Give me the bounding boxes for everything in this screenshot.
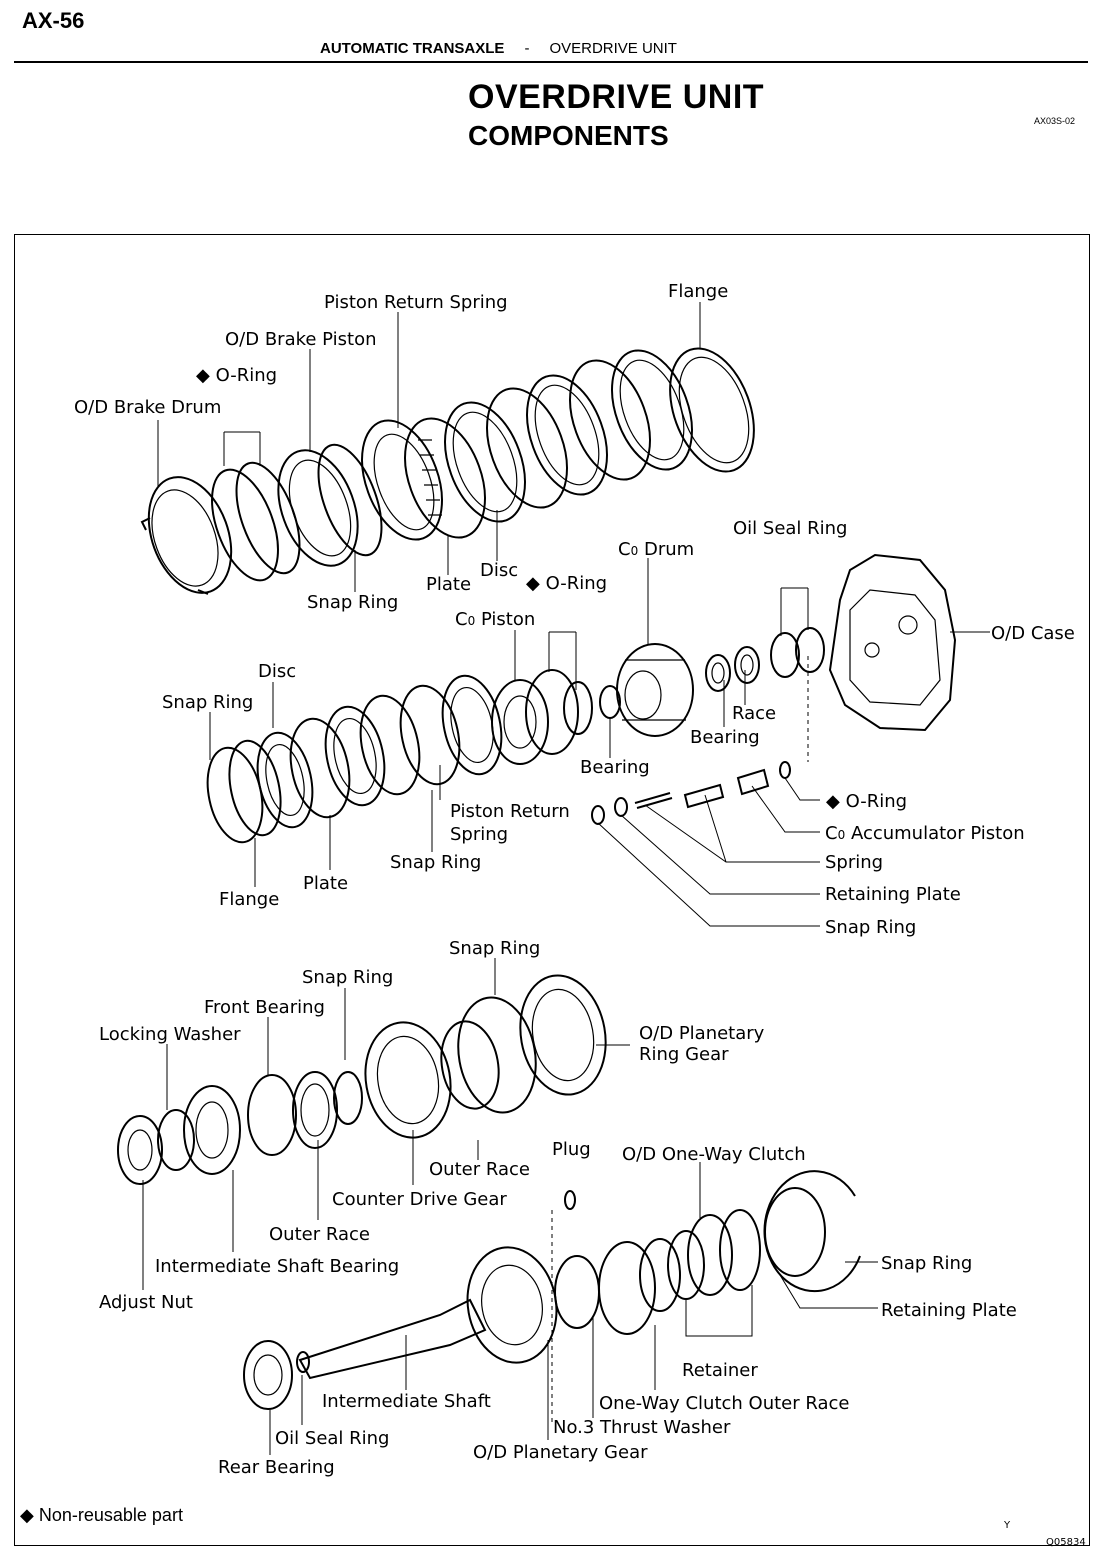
- label-plug: Plug: [552, 1139, 591, 1160]
- header-rule: [14, 61, 1088, 63]
- label-locking-washer: Locking Washer: [99, 1024, 241, 1045]
- label-c0-drum: C0 Drum: [618, 539, 694, 560]
- page-title: OVERDRIVE UNIT: [468, 78, 765, 116]
- label-oil-seal-ring-bottom: Oil Seal Ring: [275, 1428, 390, 1449]
- page-number: AX-56: [22, 8, 85, 33]
- page-subtitle: COMPONENTS: [468, 120, 669, 151]
- label-disc-top: Disc: [480, 560, 518, 581]
- od-planetary-ring-gear: [457, 974, 607, 1114]
- running-head: AUTOMATIC TRANSAXLE - OVERDRIVE UNIT: [320, 40, 677, 57]
- label-o-ring-mid: ◆ O-Ring: [526, 573, 607, 594]
- label-piston-return-spring-mid-2: Spring: [450, 824, 508, 845]
- label-od-brake-piston: O/D Brake Piston: [225, 329, 377, 350]
- c0-accumulator-parts: [591, 761, 791, 825]
- non-reusable-mark: ◆: [526, 573, 540, 594]
- label-snap-ring-low-2: Snap Ring: [302, 967, 393, 988]
- label-od-one-way-clutch: O/D One-Way Clutch: [622, 1144, 806, 1165]
- label-counter-drive-gear: Counter Drive Gear: [332, 1189, 507, 1210]
- section-title: AUTOMATIC TRANSAXLE: [320, 40, 505, 57]
- leader-lines: [142, 302, 990, 1455]
- label-snap-ring-mid-left: Snap Ring: [162, 692, 253, 713]
- label-adjust-nut: Adjust Nut: [99, 1292, 193, 1313]
- label-piston-return-spring-mid-1: Piston Return: [450, 801, 570, 822]
- od-brake-flange: [669, 347, 755, 473]
- od-case: [828, 553, 957, 732]
- label-snap-ring-low-top: Snap Ring: [449, 938, 540, 959]
- label-retainer: Retainer: [682, 1360, 758, 1381]
- label-outer-race-low-2: Outer Race: [269, 1224, 370, 1245]
- label-spring: Spring: [825, 852, 883, 873]
- legend-symbol: ◆: [20, 1505, 34, 1525]
- label-one-way-clutch-outer-race: One-Way Clutch Outer Race: [599, 1393, 849, 1414]
- label-retaining-plate-bottom: Retaining Plate: [881, 1300, 1017, 1321]
- od-brake-snap-ring: [317, 443, 383, 557]
- od-piston-return-spring: [361, 419, 443, 541]
- label-no3-thrust-washer: No.3 Thrust Washer: [553, 1417, 731, 1438]
- label-intermediate-shaft: Intermediate Shaft: [322, 1391, 491, 1412]
- label-flange-mid: Flange: [219, 889, 279, 910]
- label-od-ring-gear-2: Ring Gear: [639, 1044, 729, 1065]
- c0-clutch-pack: [206, 674, 503, 844]
- label-od-ring-gear-1: O/D Planetary: [639, 1023, 765, 1044]
- figure-number: Q05834: [1046, 1537, 1086, 1548]
- separator: -: [524, 40, 530, 57]
- legend-non-reusable: ◆ Non-reusable part: [20, 1505, 183, 1525]
- od-brake-plates-discs: [404, 349, 693, 539]
- label-disc-mid: Disc: [258, 661, 296, 682]
- diagram-frame: [14, 234, 1090, 1546]
- label-retaining-plate-mid: Retaining Plate: [825, 884, 961, 905]
- label-front-bearing: Front Bearing: [204, 997, 325, 1018]
- label-snap-ring-top: Snap Ring: [307, 592, 398, 613]
- label-flange-top: Flange: [668, 281, 728, 302]
- c0-oil-seal-rings: [770, 627, 825, 678]
- label-oil-seal-ring-mid: Oil Seal Ring: [733, 518, 848, 539]
- subsection-title: OVERDRIVE UNIT: [549, 40, 677, 57]
- label-rear-bearing: Rear Bearing: [218, 1457, 335, 1478]
- label-race: Race: [732, 703, 776, 724]
- label-c0-accumulator-piston: C0 Accumulator Piston: [825, 823, 1025, 844]
- non-reusable-mark: ◆: [196, 365, 210, 386]
- counter-drive-gear: [364, 1020, 500, 1139]
- label-bearing-mid: Bearing: [580, 757, 650, 778]
- document-code: AX03S-02: [1034, 116, 1076, 126]
- corner-mark: Y: [1003, 1520, 1011, 1531]
- label-intermediate-shaft-bearing: Intermediate Shaft Bearing: [155, 1256, 399, 1277]
- label-plate-mid: Plate: [303, 873, 348, 894]
- label-piston-return-spring-top: Piston Return Spring: [324, 292, 508, 313]
- c0-drum: [616, 643, 694, 737]
- intermediate-shaft-assembly: [243, 1170, 861, 1410]
- label-od-case: O/D Case: [991, 623, 1075, 644]
- label-od-brake-drum: O/D Brake Drum: [74, 397, 221, 418]
- label-o-ring-top: ◆ O-Ring: [196, 365, 277, 386]
- label-snap-ring-bottom-right: Snap Ring: [881, 1253, 972, 1274]
- label-snap-ring-mid: Snap Ring: [390, 852, 481, 873]
- label-plate-top: Plate: [426, 574, 471, 595]
- counter-drive-bearing-set: [117, 1071, 363, 1185]
- label-bearing-mid-right: Bearing: [690, 727, 760, 748]
- od-brake-drum: [140, 476, 233, 595]
- c0-piston: [491, 669, 593, 765]
- label-outer-race-low: Outer Race: [429, 1159, 530, 1180]
- label-od-planetary-gear: O/D Planetary Gear: [473, 1442, 648, 1463]
- label-snap-ring-acc: Snap Ring: [825, 917, 916, 938]
- label-c0-piston: C0 Piston: [455, 609, 535, 630]
- label-o-ring-acc: ◆ O-Ring: [826, 791, 907, 812]
- od-brake-piston: [277, 449, 359, 567]
- non-reusable-mark: ◆: [826, 791, 840, 812]
